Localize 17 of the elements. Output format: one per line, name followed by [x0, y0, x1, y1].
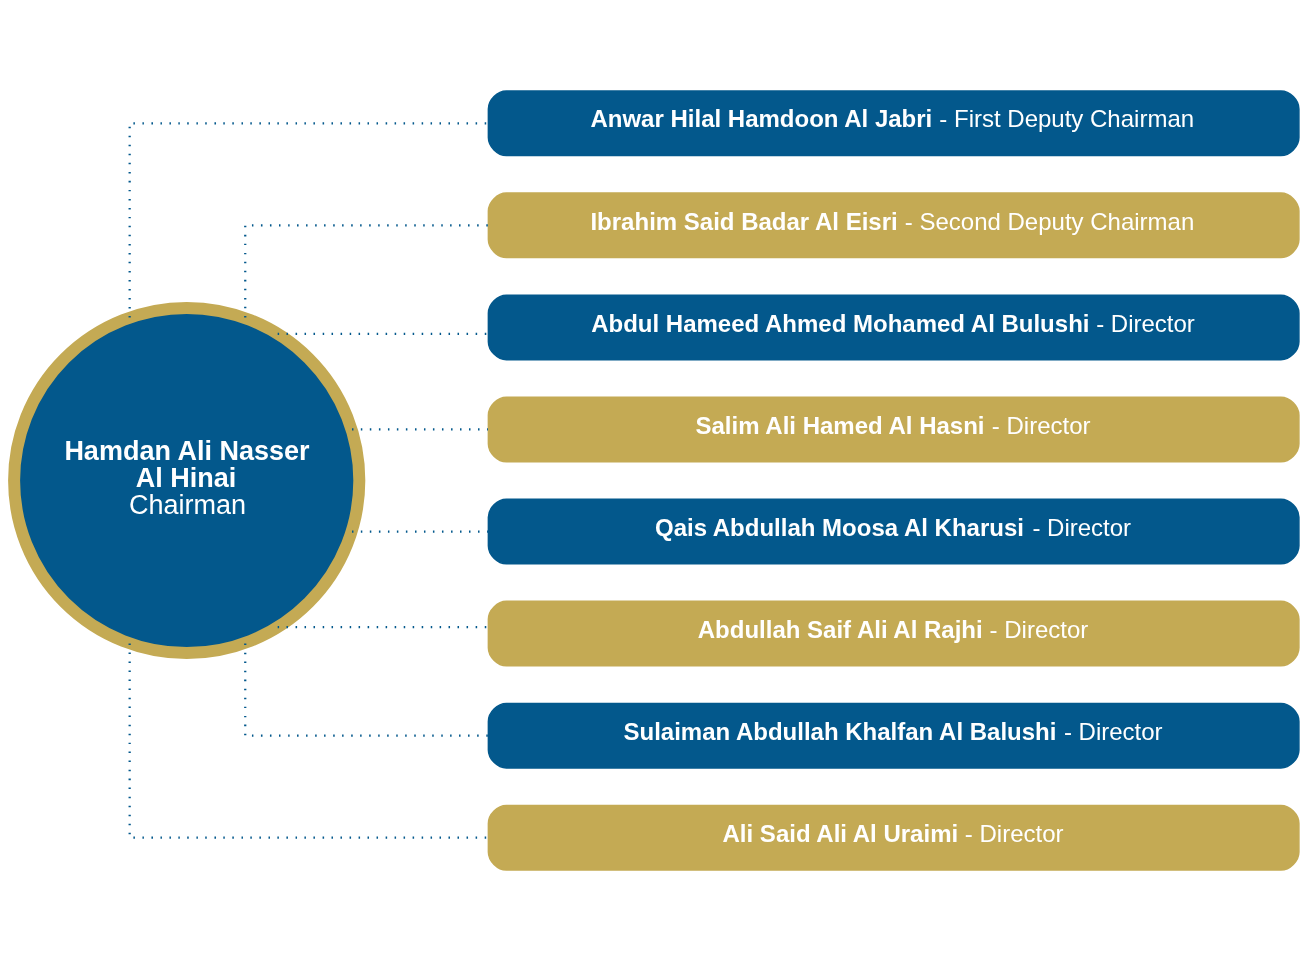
- node-box: Ibrahim Said Badar Al Eisri - Second Deputy Chairman: [487, 192, 1300, 259]
- connector: [244, 224, 489, 318]
- node-box: Sulaiman Abdullah Khalfan Al Balushi - Director: [487, 702, 1300, 769]
- connector: [277, 626, 488, 629]
- connector: [128, 122, 489, 318]
- node-circle: Hamdan Ali Nasser Al Hinai Chairman: [8, 301, 366, 660]
- node-box: Abdul Hameed Ahmed Mohamed Al Bulushi - Director: [487, 294, 1300, 361]
- connector: [128, 643, 489, 839]
- node-box: Salim Ali Hamed Al Hasni - Director: [487, 396, 1300, 463]
- node-box: Abdullah Saif Ali Al Rajhi - Director: [487, 600, 1300, 667]
- connector: [277, 332, 488, 335]
- node-box: Ali Said Ali Al Uraimi - Director: [487, 804, 1300, 871]
- connector: [352, 530, 488, 533]
- connector: [244, 643, 489, 737]
- node-box: Qais Abdullah Moosa Al Kharusi - Director: [487, 498, 1300, 565]
- connector: [352, 428, 488, 431]
- node-box: Anwar Hilal Hamdoon Al Jabri - First Deputy Chairman: [487, 90, 1300, 157]
